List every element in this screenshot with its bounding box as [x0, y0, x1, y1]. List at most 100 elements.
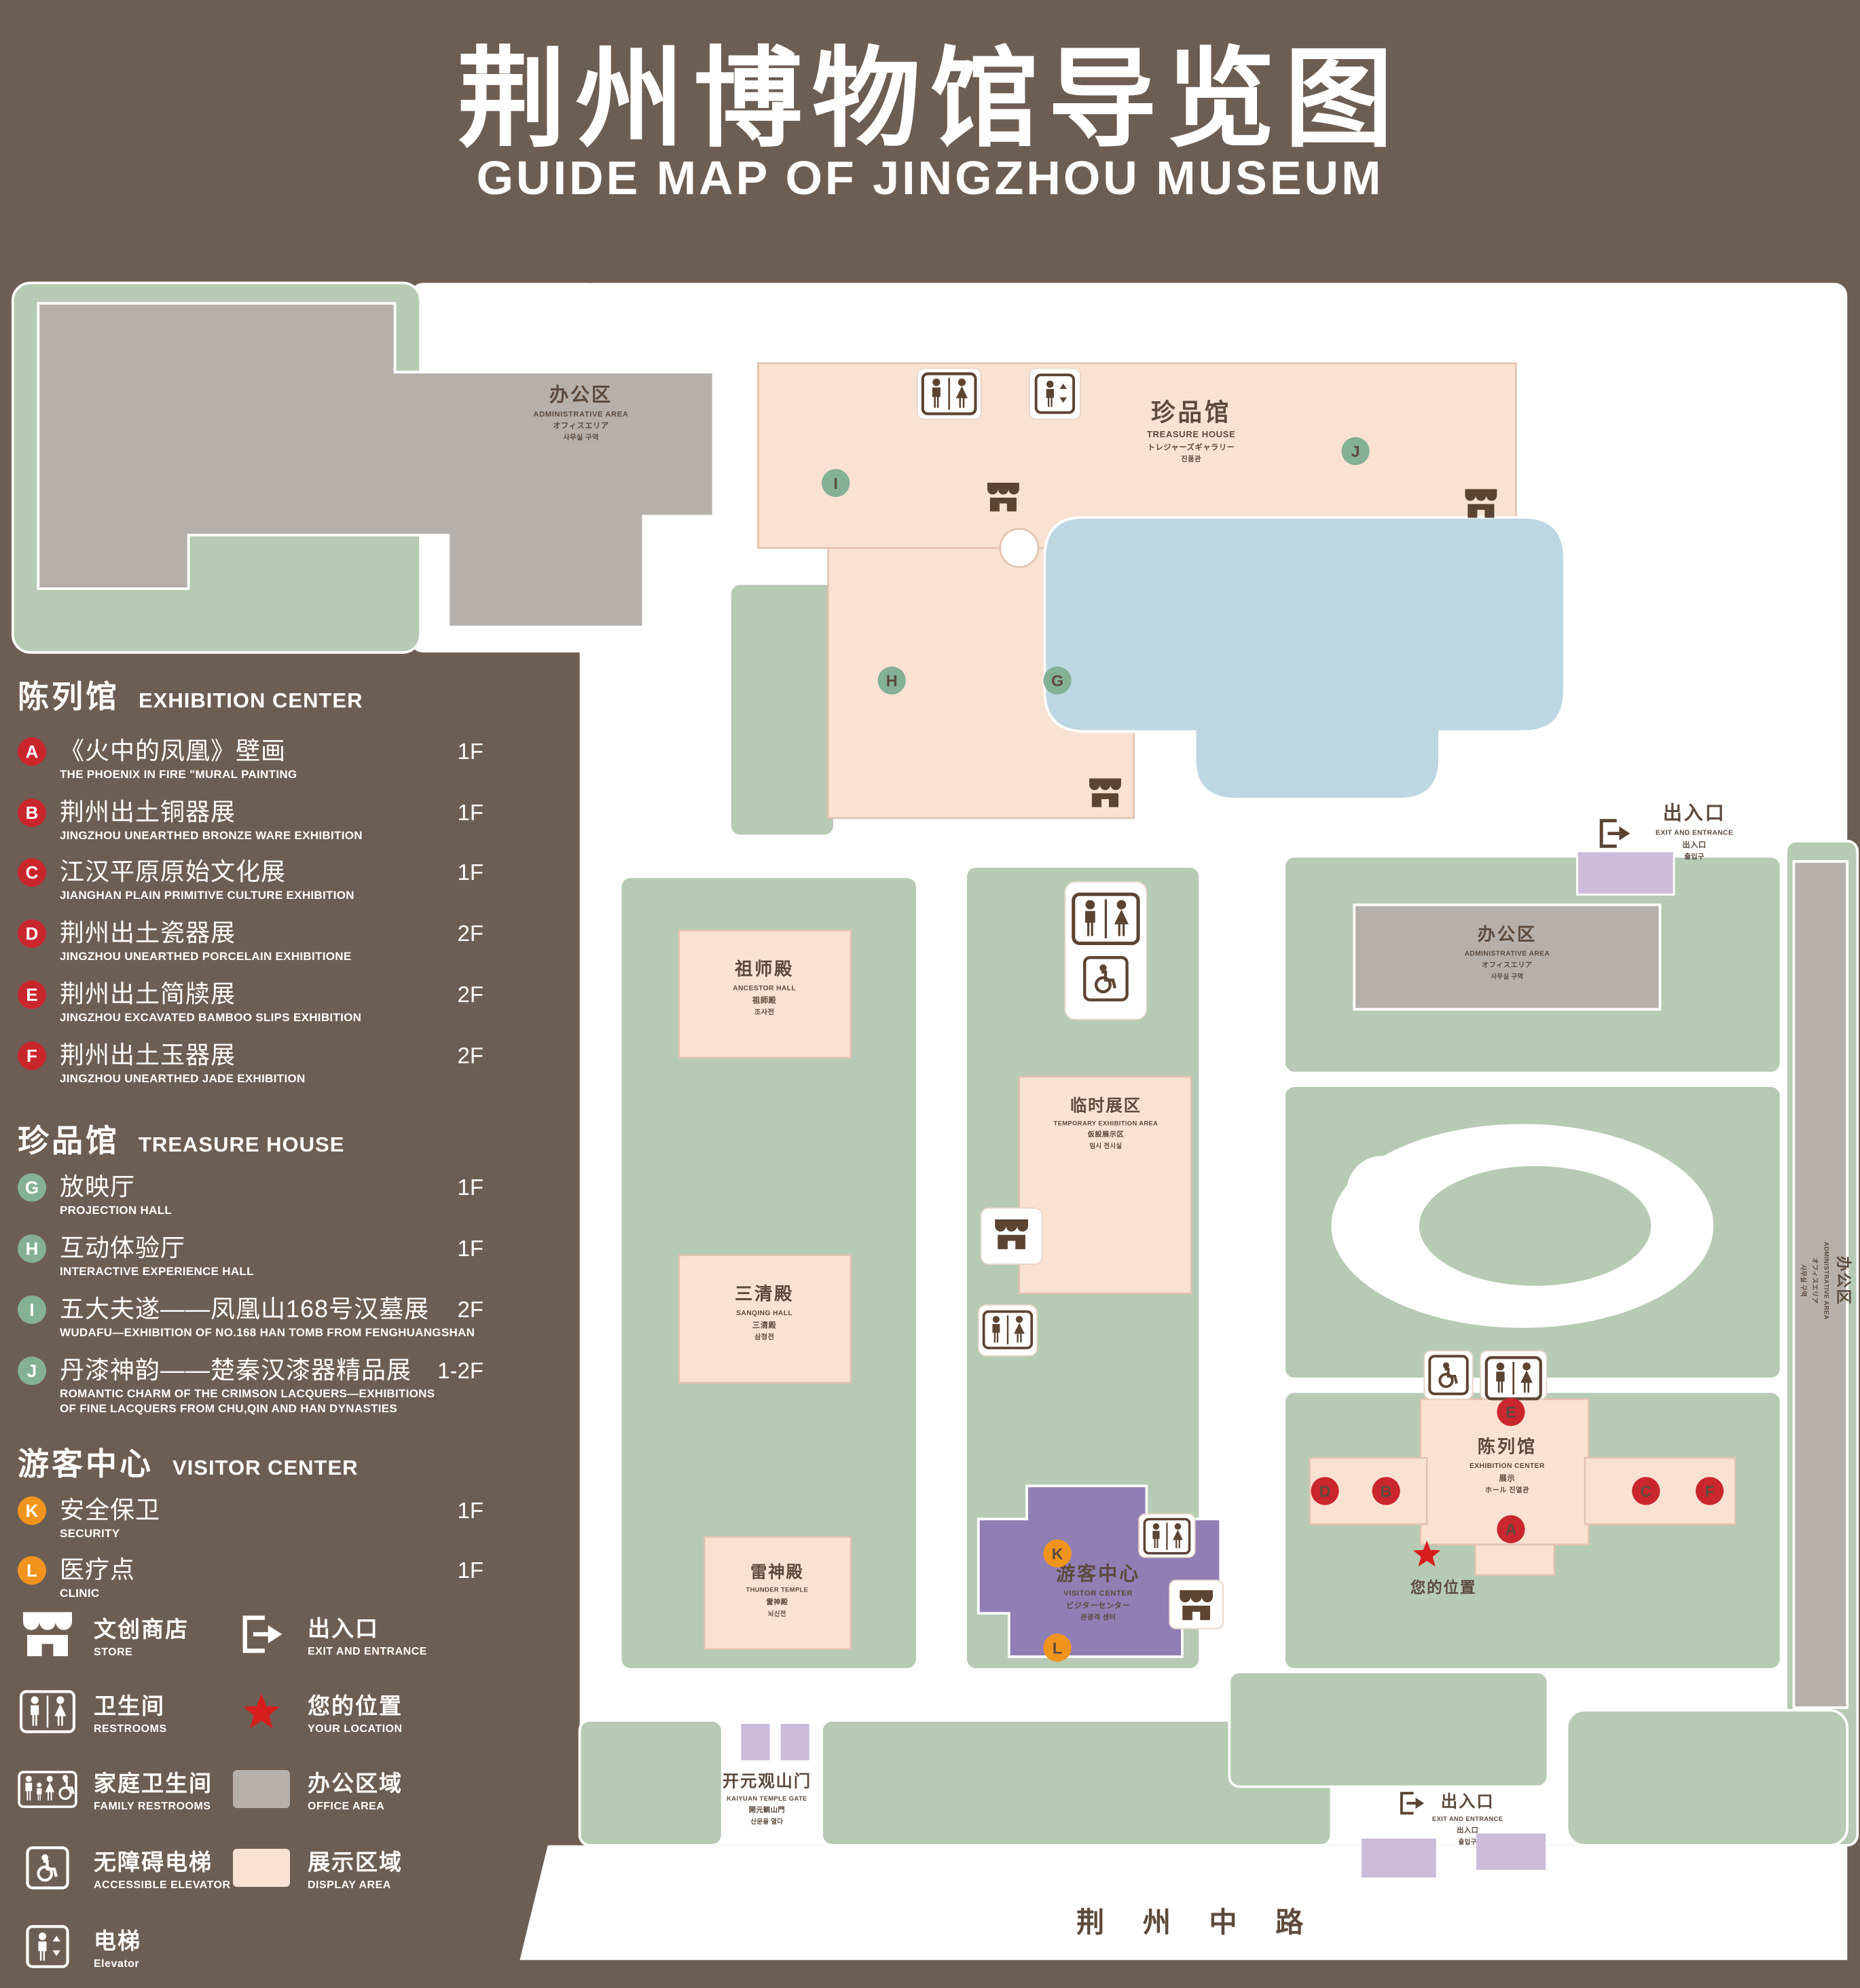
icon-label-en: Elevator	[94, 1958, 140, 1970]
label-ko: 출입구	[1459, 1838, 1477, 1845]
icon-label-en: RESTROOMS	[94, 1723, 167, 1735]
label-ja: 三清殿	[752, 1321, 777, 1330]
garden-path-node	[1346, 1156, 1419, 1228]
label-ko: 사무실 구역	[1491, 972, 1523, 980]
label-zh: 祖师殿	[735, 959, 794, 979]
road-strip	[519, 1845, 1848, 1960]
label-ko: ホール 진열관	[1485, 1486, 1529, 1494]
label-ko: 조사전	[754, 1008, 775, 1016]
legend-item-B: B 1F 荆州出土铜器展 JINGZHOU UNEARTHED BRONZE W…	[18, 798, 484, 843]
label-ko: 임시 전시실	[1089, 1142, 1122, 1149]
item-title-zh: 互动体验厅	[60, 1234, 186, 1262]
gate-pad-left	[739, 1722, 772, 1763]
label-en: ADMINISTRATIVE AREA	[1823, 1242, 1829, 1320]
your-location-label: 您的位置	[1410, 1579, 1476, 1596]
label-zh: 游客中心	[1056, 1562, 1140, 1584]
exit-right-label: 出入口 EXIT AND ENTRANCE 出入口 출입구	[1656, 803, 1733, 861]
floor-label: 1F	[457, 800, 484, 825]
gate-label: 开元观山门 KAIYUAN TEMPLE GATE 開元観山門 산문을 열다	[723, 1771, 810, 1825]
marker-letter: B	[1381, 1482, 1392, 1500]
entrance-pad-right	[1576, 850, 1675, 896]
item-title-zh: 丹漆神韵——楚秦汉漆器精品展	[60, 1356, 412, 1384]
legend-icon-accessible-elevator: 无障碍电梯 ACCESSIBLE ELEVATOR	[18, 1844, 231, 1892]
item-title-en: PROJECTION HALL	[60, 1203, 172, 1217]
garden-inner-lawn	[1417, 1163, 1654, 1289]
item-title-zh: 荆州出土玉器展	[60, 1041, 236, 1069]
your-location-star-icon	[232, 1692, 291, 1731]
icon-label-zh: 家庭卫生间	[94, 1771, 213, 1796]
section-title-zh: 游客中心	[18, 1446, 153, 1481]
legend-item-D: D 2F 荆州出土瓷器展 JINGZHOU UNEARTHED PORCELAI…	[18, 919, 484, 963]
label-zh: 临时展区	[1070, 1097, 1142, 1116]
legend-item-J: J 1-2F 丹漆神韵——楚秦汉漆器精品展 ROMANTIC CHARM OF …	[18, 1357, 484, 1416]
admin-right-building	[1792, 860, 1849, 1709]
lawn-bottom-left	[578, 1718, 724, 1847]
section-title-en: VISITOR CENTER	[172, 1456, 359, 1479]
pond	[1043, 516, 1566, 800]
entrance-pad-bottom-right	[1474, 1831, 1548, 1872]
legend-item-C: C 1F 江汉平原原始文化展 JIANGHAN PLAIN PRIMITIVE …	[18, 858, 484, 902]
marker-E: E	[1497, 1397, 1525, 1426]
marker-badge-G: G	[18, 1173, 46, 1202]
label-en: EXIT AND ENTRANCE	[1656, 829, 1733, 836]
icon-label-en: YOUR LOCATION	[308, 1723, 403, 1735]
label-ja: オフィスエリア	[553, 422, 608, 430]
icon-label-zh: 展示区域	[308, 1849, 403, 1875]
temporary-area-label: 临时展区 TEMPORARY EXHIBITION AREA 仮設展示区 임시 …	[1053, 1097, 1157, 1149]
marker-letter: K	[1052, 1545, 1063, 1562]
elevator-box-treasure	[1028, 367, 1081, 420]
marker-letter: F	[1704, 1482, 1714, 1500]
label-ja: 展示	[1499, 1474, 1516, 1483]
icon-label-en: ACCESSIBLE ELEVATOR	[94, 1879, 231, 1891]
label-ko: 산문을 열다	[750, 1818, 783, 1825]
label-en: THUNDER TEMPLE	[746, 1586, 809, 1593]
legend-item-E: E 2F 荆州出土简牍展 JINGZHOU EXCAVATED BAMBOO S…	[18, 980, 484, 1025]
label-zh: 办公区	[1478, 924, 1537, 944]
legend-item-H: H 1F 互动体验厅 INTERACTIVE EXPERIENCE HALL	[18, 1234, 484, 1278]
item-title-en: JINGZHOU UNEARTHED BRONZE WARE EXHIBITIO…	[60, 828, 363, 842]
icon-label-zh: 无障碍电梯	[94, 1849, 213, 1875]
admin-top-left-building	[37, 301, 715, 629]
label-ja: 開元観山門	[749, 1805, 785, 1814]
your-location: 您的位置	[1410, 1540, 1476, 1596]
admin-right-label: 办公区 ADMINISTRATIVE AREA オフィスエリア 사무실 구역	[1800, 1242, 1852, 1320]
label-ja: オフィスエリア	[1812, 1257, 1819, 1304]
marker-badge-B: B	[18, 798, 46, 827]
lawn-below-exhibition	[1228, 1670, 1550, 1788]
item-title-zh: 荆州出土简牍展	[60, 980, 236, 1008]
entrance-pad-bottom-left	[1360, 1837, 1438, 1879]
section-title-en: TREASURE HOUSE	[139, 1133, 345, 1156]
marker-badge-E: E	[18, 980, 46, 1009]
label-ja: 祖師殿	[752, 995, 777, 1005]
label-ko: 사무실 구역	[1800, 1264, 1808, 1297]
map-markers: I J H G E D B C F A K L	[822, 437, 1724, 1662]
item-title-en: JINGZHOU UNEARTHED JADE EXHIBITION	[60, 1071, 306, 1085]
lawn-bottom-right	[1565, 1708, 1849, 1847]
round-plaza	[999, 528, 1040, 568]
page-subtitle: GUIDE MAP OF JINGZHOU MUSEUM	[476, 151, 1384, 204]
label-zh: 陈列馆	[1478, 1437, 1537, 1457]
exhibition-center-label: 陈列馆 EXHIBITION CENTER 展示 ホール 진열관	[1470, 1437, 1544, 1494]
section-title-en: EXHIBITION CENTER	[139, 688, 363, 712]
label-zh: 出入口	[1663, 803, 1726, 824]
floor-label: 1F	[457, 1175, 484, 1200]
page-title: 荆州博物馆导览图	[457, 38, 1403, 160]
sanqing-hall-building	[678, 1254, 852, 1384]
store-box-visitor	[1169, 1579, 1224, 1630]
label-ja: オフィスエリア	[1482, 961, 1533, 970]
marker-C: C	[1632, 1477, 1660, 1505]
label-en: EXIT AND ENTRANCE	[1432, 1816, 1503, 1822]
label-ja: ビジターセンター	[1066, 1601, 1130, 1610]
item-title-en: INTERACTIVE EXPERIENCE HALL	[60, 1264, 254, 1278]
item-title-en: JINGZHOU UNEARTHED PORCELAIN EXHIBITIONE	[60, 949, 352, 963]
marker-A: A	[1497, 1515, 1525, 1543]
marker-letter: C	[1640, 1482, 1652, 1500]
label-en: SANQING HALL	[736, 1310, 792, 1317]
gate-pad-right	[778, 1722, 812, 1763]
marker-L: L	[1043, 1634, 1072, 1662]
floor-label: 2F	[457, 1297, 484, 1322]
buildings	[37, 301, 1849, 1709]
